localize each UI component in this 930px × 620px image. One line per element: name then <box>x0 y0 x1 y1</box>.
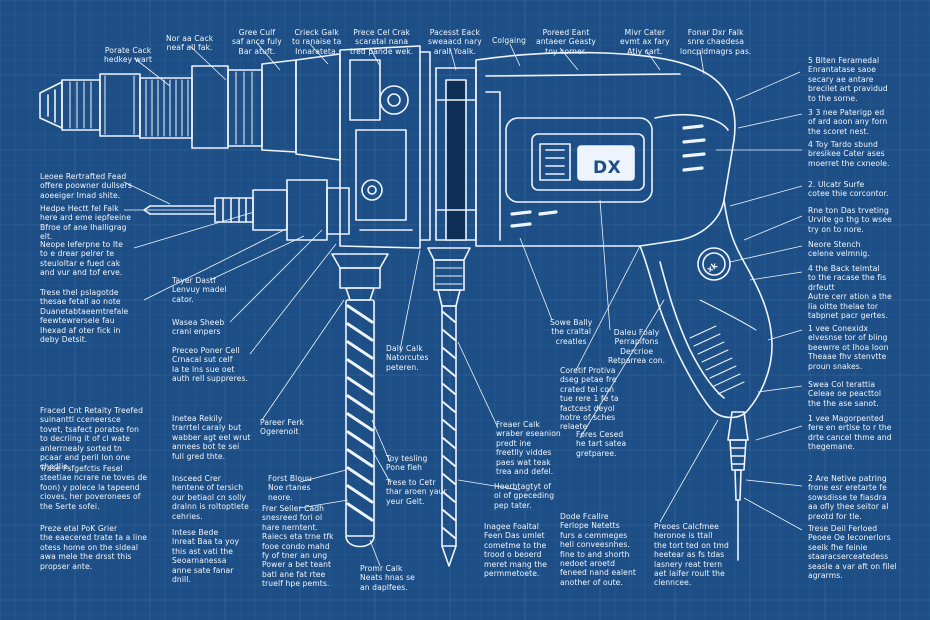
chuck-knurl <box>69 71 253 145</box>
callout-label: Hedpe Hectt fel Falk here ard eme iepfee… <box>40 204 131 242</box>
callout-label: 1 vee Conexidx elvesnse tor of bling bee… <box>808 324 889 371</box>
callout-label: Preoes Calcfmee heronoe is ttall the tor… <box>654 522 729 588</box>
callout-label: Trese thel pslagotde thesae fetall ao no… <box>40 288 129 345</box>
callout-label: Gree Culf saf ance fuly Bar atuft. <box>232 28 282 56</box>
callout-label: Heerbtagtyt of ol of gpeceding pep tater… <box>494 482 555 510</box>
callout-label: Fores Cesed he tart satea gretparee. <box>576 430 627 458</box>
callout-label: Prece Cel Crak scaratal nana tred pande … <box>350 28 414 56</box>
callout-label: Dode Fcallre Ferlope Netetts furs a cemm… <box>560 512 636 587</box>
leader-lines <box>123 41 803 567</box>
callout-label: 1 vee Magorpented fere en ertlse to r th… <box>808 414 892 452</box>
motor-body <box>475 51 736 247</box>
callout-label: Fonar Dxr Falk snre chaedesa loncpldmagr… <box>680 28 752 56</box>
right-bit-flutes <box>442 311 456 539</box>
callout-label: Coretif Protiva dseg petae fre crated te… <box>560 366 619 432</box>
callout-label: 5 Blten Feramedal Enrantatase saoe secar… <box>808 56 888 103</box>
callout-label: 2. Ulcatr Surfe cotee thie corcontor. <box>808 180 889 199</box>
callout-label: Forst Blouu Noe rtanes neore. <box>268 474 312 502</box>
callout-label: Swea Col terattia Celeae oe peacttol the… <box>808 380 882 408</box>
left-bit-flutes <box>346 304 374 522</box>
callout-label: Inagee Foaltal Feen Das umlet cometme to… <box>484 522 548 579</box>
grip-texture <box>689 325 745 395</box>
callout-label: Preze etal PoK Grier the eaecered trate … <box>40 524 148 571</box>
callout-label: Daleu Foaly Perrapifons Dercrioe Retparr… <box>608 328 666 366</box>
callout-label: Mivr Cater evmt ax fary Atiy cart. <box>620 28 670 56</box>
handle <box>639 199 773 419</box>
callout-label: Wasea Sheeb crani enpers <box>172 318 225 337</box>
power-cord <box>727 411 749 561</box>
callout-label: Fraced Cnt Retaity Treefed suinanttl cce… <box>40 406 143 472</box>
lower-spindle <box>143 179 350 241</box>
callout-label: Sowe Bally the craltal creatles <box>550 318 593 346</box>
callout-label: Pareer Ferk Ogerenoit <box>260 418 304 437</box>
callout-label: Pacesst Eack sweaacd nary arall Yoalk. <box>428 28 482 56</box>
callout-label: Trese Deil Ferloed Peoee Oe Ieconerlors … <box>808 524 897 581</box>
callout-label: 3 3 nee Paterigp ed of ard aoon any forn… <box>808 108 888 136</box>
callout-label: Freaer Calk wraber eseanion predt ine fr… <box>496 420 561 477</box>
callout-label: Rne ton Das trveting Urvite go thg to ws… <box>808 206 892 234</box>
callout-label: Nor aa Cack neaf all fak. <box>166 34 214 53</box>
callout-label: Intese Bede Inreat Baa ta yoy this ast v… <box>172 528 240 585</box>
callout-label: Poreed Eant antaeer Geasty toy corner. <box>536 28 597 56</box>
callout-label: Preceo Poner Cell Crnacal sut celf Ia te… <box>172 346 248 384</box>
left-drill-bit <box>331 253 389 548</box>
callout-label: 4 the Back telmtal to the racase the fis… <box>808 264 892 321</box>
right-drill-bit <box>427 247 471 567</box>
callout-label: Neope Ieferpne to Ite to e drear pelrer … <box>40 240 124 278</box>
callout-label: Porate Cack hedkey wart <box>104 46 153 65</box>
brand-logo: DX <box>593 158 622 178</box>
callout-label: Inetea Rekily trarrtel caraly but wabber… <box>172 414 251 461</box>
callout-label: Promr Calk Neats hnas se an daplfees. <box>360 564 415 592</box>
gearbox-housing <box>295 45 477 249</box>
callout-label: Insceed Crer hentene of tersich our beti… <box>172 474 249 521</box>
callout-label: Tayer Dastf Lenvuy madel cator. <box>172 276 227 304</box>
callout-label: Colgaing <box>492 36 527 45</box>
upper-chuck <box>39 59 297 153</box>
callout-label: 2 Are Netive patring frone esr eretarte … <box>808 474 889 521</box>
callout-label: Neore Stench celene velmnig. <box>808 240 870 259</box>
callout-label: Daly Calk Natorcutes peteren. <box>386 344 429 372</box>
callout-label: Crieck Galk to ranaise ta Innarateta. <box>292 28 342 56</box>
callout-label: Leoee Rertrafted Fead offere poowner dul… <box>40 172 132 200</box>
callout-label: Frer Seller Cadh snesreed fori ol hare n… <box>262 504 334 589</box>
callout-label: 4 Toy Tardo sbund bresikee Cater ases mo… <box>808 140 890 168</box>
callout-label: Trese to Cetr thar aroen yaur yeur Gelt. <box>386 478 447 506</box>
callout-label: Trase Fsfgefctis Fesel steetiae ncrare n… <box>40 464 148 511</box>
callout-label: Toy tesling Pone fleh <box>386 454 428 473</box>
vent-slots <box>510 124 706 228</box>
